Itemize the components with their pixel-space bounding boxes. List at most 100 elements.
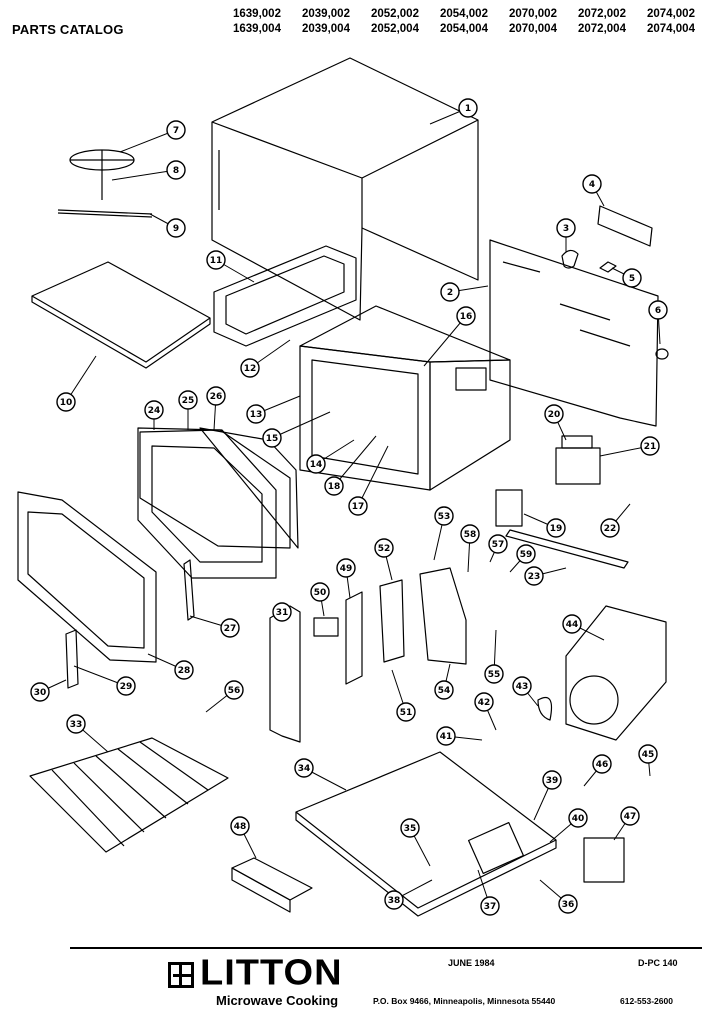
part-cooling-fan-blade bbox=[537, 696, 553, 721]
part-membrane-keypad bbox=[313, 617, 339, 637]
callout-number: 36 bbox=[562, 900, 575, 910]
leader-line bbox=[271, 411, 331, 439]
callout-number: 59 bbox=[520, 550, 533, 560]
callout-9: 9 bbox=[149, 213, 186, 238]
callout-number: 8 bbox=[173, 166, 179, 176]
litton-logo-icon bbox=[168, 962, 194, 988]
callout-19: 19 bbox=[523, 513, 566, 538]
callout-16: 16 bbox=[423, 306, 476, 367]
leader-line bbox=[423, 315, 467, 367]
callout-number: 19 bbox=[550, 524, 563, 534]
callout-5: 5 bbox=[611, 267, 642, 288]
part-stirrer-fan bbox=[57, 149, 153, 218]
callout-number: 9 bbox=[173, 224, 179, 234]
footer-divider bbox=[70, 947, 702, 949]
callout-circle bbox=[620, 806, 640, 826]
callout-2: 2 bbox=[440, 282, 489, 302]
part-choke-frame bbox=[213, 245, 357, 347]
callout-30: 30 bbox=[30, 679, 67, 702]
callout-circle bbox=[480, 896, 500, 916]
callout-circle bbox=[324, 476, 344, 496]
callout-number: 15 bbox=[266, 434, 279, 444]
callout-circle bbox=[56, 392, 76, 412]
callout-20: 20 bbox=[544, 404, 567, 441]
callout-layer: 1234567891011121314151617181920212223242… bbox=[30, 98, 668, 916]
callout-circle bbox=[246, 404, 266, 424]
model-row-1: 1639,002 2039,002 2052,002 2054,002 2070… bbox=[233, 8, 695, 23]
leader-line bbox=[119, 129, 177, 153]
callout-28: 28 bbox=[147, 653, 194, 680]
model-number: 2039,002 bbox=[302, 8, 350, 20]
part-foot bbox=[655, 348, 669, 360]
callout-38: 38 bbox=[384, 879, 433, 910]
callout-circle bbox=[556, 218, 576, 238]
callout-number: 27 bbox=[224, 624, 237, 634]
callout-number: 31 bbox=[276, 608, 289, 618]
callout-number: 48 bbox=[234, 822, 247, 832]
callout-35: 35 bbox=[400, 818, 431, 867]
leader-line bbox=[357, 445, 389, 507]
callout-number: 52 bbox=[378, 544, 391, 554]
callout-10: 10 bbox=[56, 355, 97, 412]
callout-circle bbox=[474, 692, 494, 712]
callout-55: 55 bbox=[484, 629, 504, 684]
callout-circle bbox=[166, 160, 186, 180]
callout-52: 52 bbox=[374, 538, 394, 581]
callout-circle bbox=[436, 726, 456, 746]
callout-circle bbox=[582, 174, 602, 194]
callout-45: 45 bbox=[638, 744, 658, 777]
callout-circle bbox=[562, 614, 582, 634]
callout-57: 57 bbox=[488, 534, 508, 563]
callout-44: 44 bbox=[562, 614, 605, 641]
callout-56: 56 bbox=[205, 680, 244, 713]
mailing-address: P.O. Box 9466, Minneapolis, Minnesota 55… bbox=[373, 996, 556, 1006]
part-outer-door bbox=[17, 491, 157, 663]
callout-number: 56 bbox=[228, 686, 241, 696]
callout-circle bbox=[648, 300, 668, 320]
callout-number: 21 bbox=[644, 442, 657, 452]
model-number: 1639,004 bbox=[233, 23, 281, 35]
callout-circle bbox=[240, 358, 260, 378]
callout-number: 57 bbox=[492, 540, 505, 550]
phone-number: 612-553-2600 bbox=[620, 996, 673, 1006]
callout-number: 26 bbox=[210, 392, 223, 402]
callout-34: 34 bbox=[294, 758, 347, 791]
callout-circle bbox=[546, 518, 566, 538]
callout-58: 58 bbox=[460, 524, 480, 573]
callout-33: 33 bbox=[66, 714, 109, 753]
part-back-panel bbox=[489, 239, 659, 427]
callout-number: 45 bbox=[642, 750, 655, 760]
callout-circle bbox=[484, 664, 504, 684]
part-oven-shelf bbox=[29, 737, 229, 853]
callout-12: 12 bbox=[240, 339, 291, 378]
callout-circle bbox=[640, 436, 660, 456]
callout-circle bbox=[310, 582, 330, 602]
callout-number: 24 bbox=[148, 406, 161, 416]
callout-circle bbox=[224, 680, 244, 700]
part-base-plate bbox=[295, 751, 557, 917]
callout-number: 6 bbox=[655, 306, 661, 316]
callout-number: 46 bbox=[596, 760, 609, 770]
callout-circle bbox=[544, 404, 564, 424]
model-number: 2052,002 bbox=[371, 8, 419, 20]
callout-number: 3 bbox=[563, 224, 569, 234]
callout-3: 3 bbox=[556, 218, 576, 252]
callout-circle bbox=[396, 702, 416, 722]
part-clip bbox=[599, 261, 617, 273]
callout-circle bbox=[516, 544, 536, 564]
callout-number: 18 bbox=[328, 482, 341, 492]
callout-number: 2 bbox=[447, 288, 453, 298]
callout-circle bbox=[434, 680, 454, 700]
callout-circle bbox=[440, 282, 460, 302]
part-oven-cavity bbox=[299, 305, 511, 491]
callout-number: 53 bbox=[438, 512, 451, 522]
callout-number: 40 bbox=[572, 814, 585, 824]
callout-number: 33 bbox=[70, 720, 83, 730]
part-fan-housing bbox=[565, 605, 667, 741]
part-support-strip bbox=[505, 529, 629, 569]
callout-46: 46 bbox=[583, 754, 612, 787]
callout-18: 18 bbox=[324, 435, 377, 496]
callout-11: 11 bbox=[206, 250, 255, 283]
callout-circle bbox=[144, 400, 164, 420]
part-relay-board bbox=[495, 489, 523, 527]
